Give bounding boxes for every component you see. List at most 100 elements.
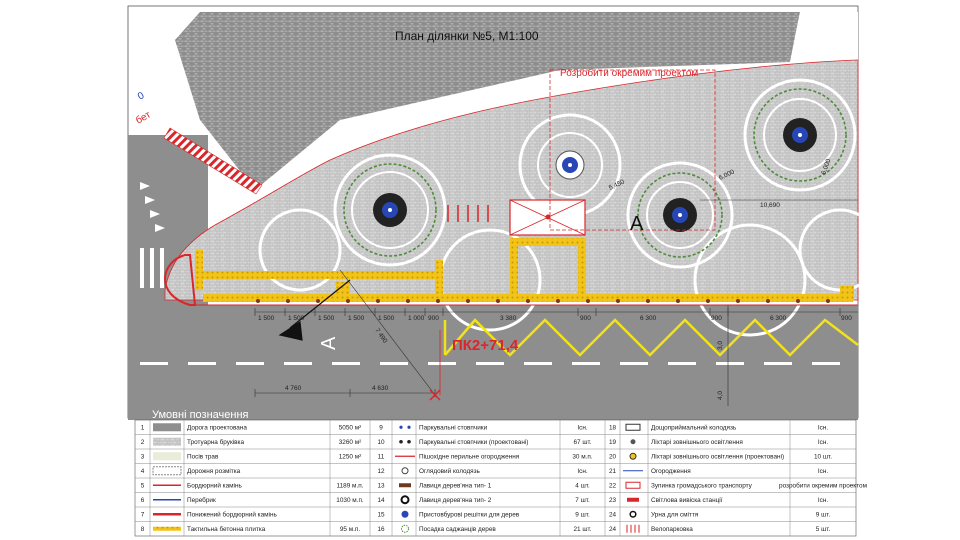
legend-label: Лавиця дерев'яна тип- 2 — [419, 497, 492, 504]
bus-stop — [509, 199, 586, 236]
legend-symbol — [629, 452, 637, 460]
dimension-labels-bottom: 4 760 4 630 — [285, 385, 389, 392]
label-zero: 0 — [136, 90, 147, 103]
legend-label: Посадка саджанців дерев — [419, 525, 496, 533]
hatched-barrier — [163, 127, 263, 195]
crosswalk-stripes — [140, 248, 164, 288]
legend-symbol — [626, 524, 640, 533]
legend-number: 15 — [377, 512, 385, 519]
legend-number: 20 — [609, 454, 617, 461]
legend-number: 13 — [377, 483, 385, 490]
dimension-vertical-2: 4,0 — [717, 391, 724, 400]
legend-number: 2 — [141, 439, 145, 446]
legend-label: Лавиця дерев'яна тип- 1 — [419, 483, 492, 490]
legend-label: Урна для сміття — [651, 511, 699, 519]
svg-text:900: 900 — [428, 315, 439, 322]
road-chevrons — [140, 182, 165, 232]
legend-quantity: 3260 м² — [339, 439, 362, 446]
legend-symbol — [153, 423, 181, 432]
legend-number: 3 — [141, 454, 145, 461]
tree-crowns — [343, 88, 847, 258]
svg-text:3 380: 3 380 — [500, 315, 517, 322]
dimension-vertical-1: 3,0 — [717, 341, 724, 350]
svg-text:900: 900 — [580, 315, 591, 322]
legend-symbol — [629, 510, 637, 518]
legend-label: Дорожня розмітка — [187, 467, 241, 475]
legend-symbol — [627, 497, 639, 502]
lane-dashes — [140, 362, 840, 365]
legend-number: 6 — [141, 497, 145, 504]
legend-number: 10 — [377, 439, 385, 446]
legend-number: 1 — [141, 425, 145, 432]
legend-quantity: 10 шт. — [814, 454, 832, 461]
legend-number: 24 — [609, 526, 617, 533]
legend-number: 5 — [141, 483, 145, 490]
legend-label: Понижений бордюрний камінь — [187, 511, 277, 519]
legend-number: 21 — [609, 468, 617, 475]
legend-number: 8 — [141, 526, 145, 533]
picket-label: ПК2+71,4 — [452, 337, 519, 354]
legend-number: 9 — [379, 425, 383, 432]
legend-heading: Умовні позначення — [152, 409, 249, 421]
legend-number: 4 — [141, 468, 145, 475]
legend-quantity: Існ. — [818, 497, 829, 504]
legend-symbol — [152, 466, 182, 476]
legend-symbol — [153, 526, 181, 531]
legend-label: Світлова вивіска станції — [651, 496, 723, 504]
section-marker-a-road: A — [318, 336, 340, 350]
legend-label: Дощоприймальний колодязь — [651, 424, 737, 432]
legend-number: 24 — [609, 512, 617, 519]
legend-number: 14 — [377, 497, 385, 504]
tactile-paving — [195, 238, 854, 302]
legend-quantity: 9 шт. — [575, 512, 590, 519]
legend-label: Огородження — [651, 468, 691, 475]
legend-label: Зупинка громадського транспорту — [651, 483, 753, 490]
separate-project-zone — [549, 69, 716, 231]
legend-label: Оглядовий колодязь — [419, 467, 481, 475]
legend-quantity: 5 шт. — [816, 526, 831, 533]
legend-quantity: Існ. — [577, 425, 588, 432]
legend-symbol — [625, 481, 641, 489]
legend-number: 16 — [377, 526, 385, 533]
legend-label: Паркувальні стовпчики — [419, 424, 488, 432]
legend-symbol — [630, 439, 636, 445]
legend-quantity: Існ. — [577, 468, 588, 475]
legend-symbol — [153, 437, 181, 446]
tree-grates — [373, 118, 817, 232]
legend-quantity: розробити окремим проектом — [779, 482, 867, 490]
legend-quantity: 67 шт. — [573, 439, 591, 446]
legend-number: 23 — [609, 497, 617, 504]
legend-label: Бордюрний камінь — [187, 482, 243, 490]
svg-text:6 300: 6 300 — [770, 315, 787, 322]
legend-quantity: 5050 м² — [339, 425, 362, 432]
legend-quantity: 95 м.п. — [340, 526, 361, 533]
grass-strip-top — [790, 12, 858, 62]
legend-quantity: 21 шт. — [573, 526, 591, 533]
svg-text:6 300: 6 300 — [640, 315, 657, 322]
svg-text:1 500: 1 500 — [318, 315, 335, 322]
dimension-ticks — [254, 308, 841, 397]
legend-label: Пішохідне перильне огородження — [419, 453, 520, 461]
legend-quantity: Існ. — [818, 439, 829, 446]
legend-quantity: Існ. — [818, 425, 829, 432]
svg-text:4 630: 4 630 — [372, 385, 389, 392]
section-line — [278, 279, 351, 341]
legend-label: Велопарковка — [651, 526, 693, 533]
legend-symbol — [399, 425, 411, 429]
legend-label: Дорога проектована — [187, 425, 247, 432]
plan-title: План ділянки №5, М1:100 — [395, 29, 539, 43]
paving-circle-patterns — [258, 78, 882, 337]
svg-text:900: 900 — [841, 315, 852, 322]
parking-posts — [256, 299, 830, 303]
svg-text:1 000: 1 000 — [408, 315, 425, 322]
legend-number: 18 — [609, 425, 617, 432]
legend-quantity: 7 шт. — [575, 497, 590, 504]
legend-quantity: 1030 м.п. — [336, 497, 364, 504]
separate-project-note: Розробити окремим проектом — [560, 67, 698, 79]
legend-symbol — [401, 467, 409, 475]
upper-paving-area — [175, 12, 800, 190]
legend-number: 12 — [377, 468, 385, 475]
legend-table: 1 Дорога проектована 5050 м² 9 Паркувальні с… — [134, 419, 867, 537]
legend-label: Тактильна бетонна плитка — [187, 525, 266, 533]
legend-symbol — [399, 439, 411, 444]
